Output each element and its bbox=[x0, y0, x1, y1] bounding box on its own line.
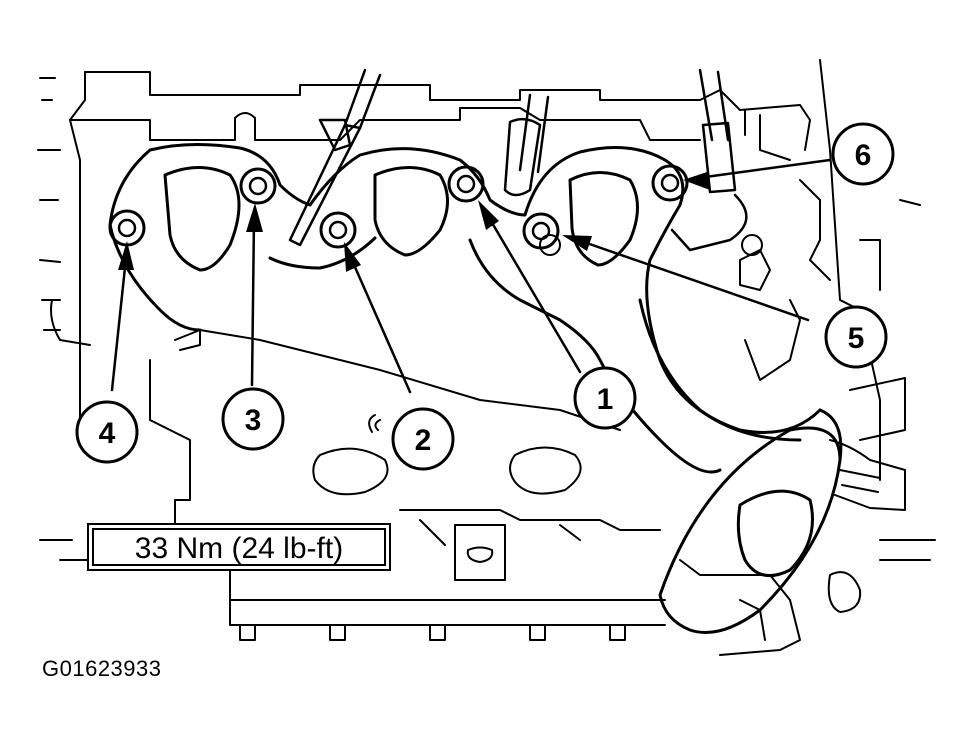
callout-5: 5 bbox=[824, 305, 888, 369]
bolt-4 bbox=[108, 209, 146, 247]
bolt-2 bbox=[319, 211, 357, 249]
figure-id: G01623933 bbox=[42, 656, 162, 681]
torque-spec: 33 Nm (24 lb-ft) bbox=[135, 532, 343, 565]
callout-3: 3 bbox=[221, 387, 285, 451]
bolt-1 bbox=[447, 165, 485, 203]
callout-6-label: 6 bbox=[855, 139, 872, 172]
callout-2: 2 bbox=[391, 407, 455, 471]
sensor-wires bbox=[288, 68, 748, 252]
callout-5-label: 5 bbox=[848, 322, 865, 355]
callout-4-label: 4 bbox=[99, 417, 116, 450]
callout-4: 4 bbox=[75, 400, 139, 464]
manifold-bolts bbox=[108, 164, 763, 256]
bolt-3 bbox=[239, 167, 277, 205]
bolt-6 bbox=[651, 164, 689, 202]
callout-6: 6 bbox=[831, 122, 895, 186]
leader-lines bbox=[110, 158, 832, 394]
callout-1: 1 bbox=[573, 366, 637, 430]
callout-2-label: 2 bbox=[415, 424, 432, 457]
engine-block-outline bbox=[37, 59, 936, 656]
torque-spec-box: 33 Nm (24 lb-ft) bbox=[87, 523, 391, 571]
callouts: 1 2 3 4 5 6 bbox=[75, 122, 895, 471]
arrowheads bbox=[118, 172, 710, 272]
callout-1-label: 1 bbox=[597, 383, 614, 416]
callout-3-label: 3 bbox=[245, 404, 262, 437]
